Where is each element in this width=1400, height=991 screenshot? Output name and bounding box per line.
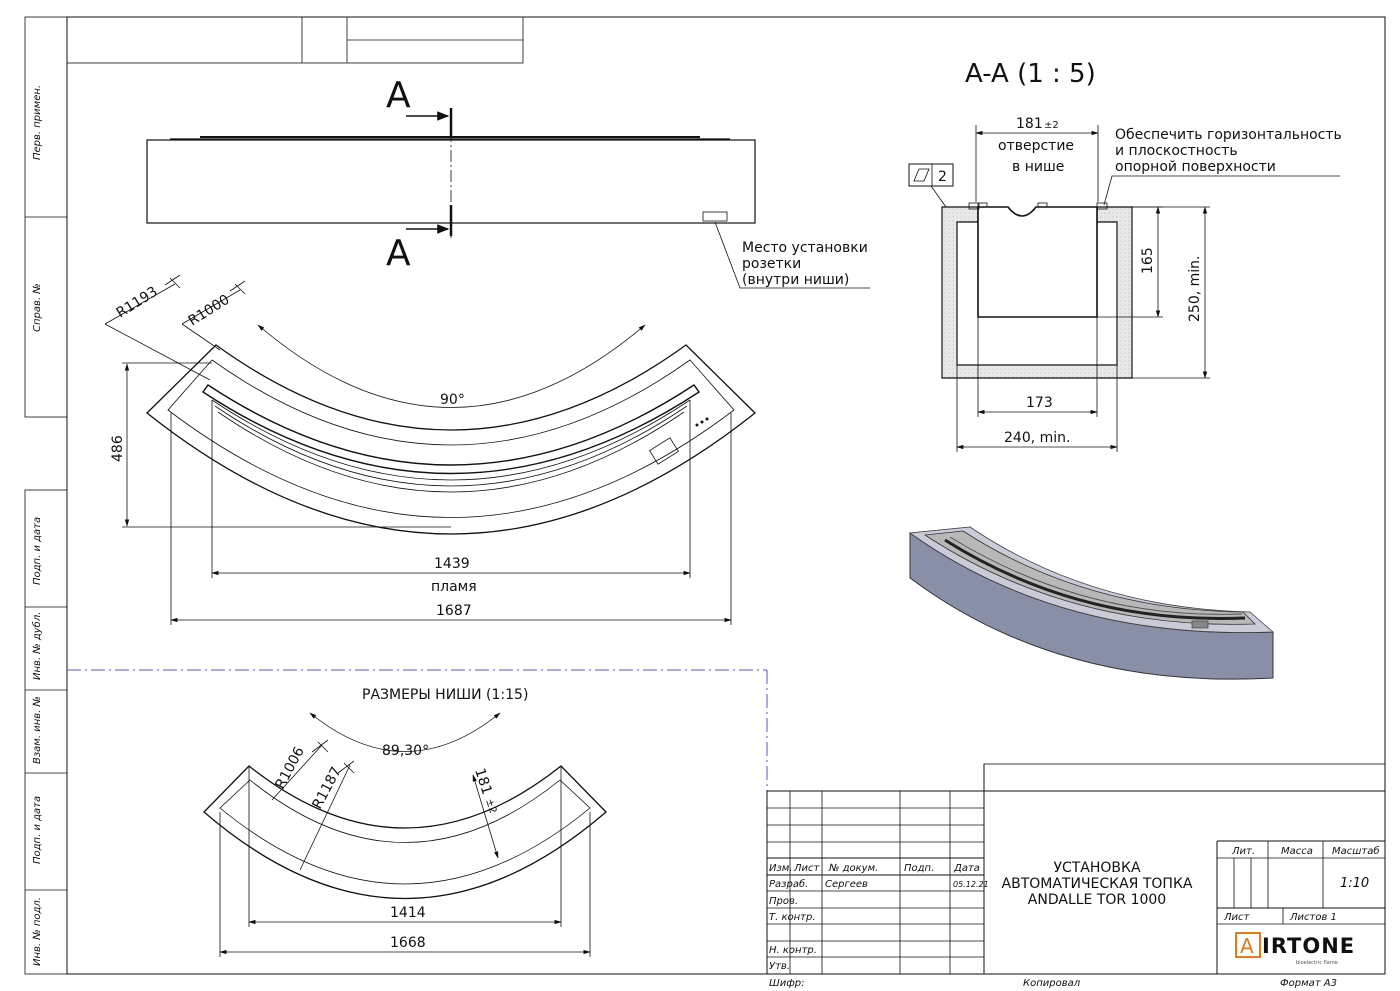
sheet-frame bbox=[24, 16, 1386, 975]
tb-col-izm: Изм. bbox=[769, 863, 793, 874]
section-mark-top: A bbox=[386, 75, 411, 116]
niche-width-tol: ±2 bbox=[483, 798, 498, 815]
brand-rest: IRTONE bbox=[1262, 934, 1355, 958]
socket-note-line2: розетки bbox=[742, 256, 801, 272]
niche-view: РАЗМЕРЫ НИШИ (1:15) 89,30° R1006 R1187 1… bbox=[203, 687, 607, 957]
section-view: A-A (1 : 5) 181 ±2 отверстие в нише Обес… bbox=[908, 59, 1342, 452]
section-note-line3: опорной поверхности bbox=[1115, 159, 1276, 175]
render-3d bbox=[908, 526, 1275, 680]
tb-massa-label: Масса bbox=[1281, 846, 1313, 857]
plan-radius-inner: R1000 bbox=[186, 292, 233, 330]
plan-overall-length: 1687 bbox=[436, 603, 472, 619]
plan-angle: 90° bbox=[440, 392, 465, 408]
tb-masshtab-label: Масштаб bbox=[1332, 845, 1380, 857]
section-height-box: 165 bbox=[1140, 247, 1156, 274]
tb-prov-label: Пров. bbox=[769, 896, 798, 907]
side-label-sprav-no: Справ. № bbox=[32, 283, 43, 332]
brand-letter: A bbox=[1240, 934, 1254, 958]
tb-kopiroval-label: Копировал bbox=[1023, 978, 1081, 989]
tb-utv-label: Утв. bbox=[769, 961, 790, 972]
section-note-line1: Обеспечить горизонтальность bbox=[1115, 127, 1342, 143]
tb-col-data: Дата bbox=[953, 863, 980, 874]
section-opening-width: 181 bbox=[1016, 116, 1043, 132]
tb-title-line2: АВТОМАТИЧЕСКАЯ ТОПКА bbox=[1002, 876, 1193, 892]
tb-col-podp: Подп. bbox=[904, 863, 934, 874]
niche-title: РАЗМЕРЫ НИШИ (1:15) bbox=[362, 687, 528, 703]
tb-nkontr-label: Н. контр. bbox=[769, 945, 817, 956]
side-label-inv-dubl: Инв. № дубл. bbox=[31, 612, 43, 680]
tb-razrab-date: 05.12.21 bbox=[953, 880, 989, 889]
plan-radius-outer: R1193 bbox=[114, 284, 161, 322]
side-label-vzam-inv: Взам. инв. № bbox=[32, 696, 43, 764]
tb-list-label: Лист bbox=[1223, 912, 1251, 923]
tb-col-docum: № докум. bbox=[828, 863, 878, 874]
niche-width: 181 bbox=[471, 766, 494, 796]
section-opening-label2: в нише bbox=[1012, 159, 1064, 175]
tb-title-line3: ANDALLE TOR 1000 bbox=[1028, 892, 1166, 908]
tb-col-list: Лист bbox=[793, 863, 821, 874]
airtone-logo: A IRTONE bioelectric flame bbox=[1235, 932, 1355, 966]
front-view: A A Место установки розетки (внутри ниши… bbox=[146, 75, 870, 289]
plan-view: R1193 R1000 90° 486 1439 пламя 1687 bbox=[104, 274, 756, 625]
socket-note-line1: Место установки bbox=[742, 240, 868, 256]
tb-title-line1: УСТАНОВКА bbox=[1053, 860, 1141, 876]
section-bottom-width: 173 bbox=[1026, 395, 1053, 411]
section-flatness-tol: 2 bbox=[938, 169, 947, 185]
section-height-min: 250, min. bbox=[1187, 256, 1203, 322]
side-label-podp-data-2: Подп. и дата bbox=[32, 796, 43, 864]
title-block: Изм. Лист № докум. Подп. Дата Разраб. Се… bbox=[766, 763, 1386, 989]
niche-angle: 89,30° bbox=[382, 743, 429, 759]
tb-lit-label: Лит. bbox=[1231, 846, 1255, 857]
plan-depth: 486 bbox=[110, 435, 126, 462]
tb-scale-value: 1:10 bbox=[1340, 876, 1369, 891]
section-opening-tol: ±2 bbox=[1044, 120, 1059, 131]
side-label-inv-podl: Инв. № подл. bbox=[32, 897, 43, 966]
section-mark-bottom: A bbox=[386, 233, 411, 274]
socket-note-line3: (внутри ниши) bbox=[742, 272, 849, 288]
plan-flame-length: 1439 bbox=[434, 556, 470, 572]
tb-tkontr-label: Т. контр. bbox=[769, 912, 816, 923]
side-label-perv-primen: Перв. примен. bbox=[32, 85, 43, 160]
niche-outer-length: 1668 bbox=[390, 935, 426, 951]
section-note-line2: и плоскостность bbox=[1115, 143, 1238, 159]
side-labels: Перв. примен. Справ. № Подп. и дата Инв.… bbox=[31, 85, 43, 966]
niche-radius-inner: R1006 bbox=[272, 744, 307, 792]
brand-tagline: bioelectric flame bbox=[1296, 960, 1338, 966]
section-opening-label1: отверстие bbox=[998, 138, 1074, 154]
tb-shifr-label: Шифр: bbox=[769, 978, 804, 989]
tb-format-label: Формат A3 bbox=[1280, 978, 1337, 989]
side-label-podp-data-1: Подп. и дата bbox=[32, 517, 43, 585]
niche-radius-outer: R1187 bbox=[309, 764, 344, 812]
tb-listov-label: Листов 1 bbox=[1289, 912, 1337, 923]
tb-razrab-name: Сергеев bbox=[825, 879, 868, 890]
section-title: A-A (1 : 5) bbox=[965, 59, 1096, 89]
niche-inner-length: 1414 bbox=[390, 905, 426, 921]
plan-flame-label: пламя bbox=[431, 579, 477, 595]
section-width-min: 240, min. bbox=[1004, 430, 1070, 446]
tb-razrab-label: Разраб. bbox=[769, 878, 808, 890]
